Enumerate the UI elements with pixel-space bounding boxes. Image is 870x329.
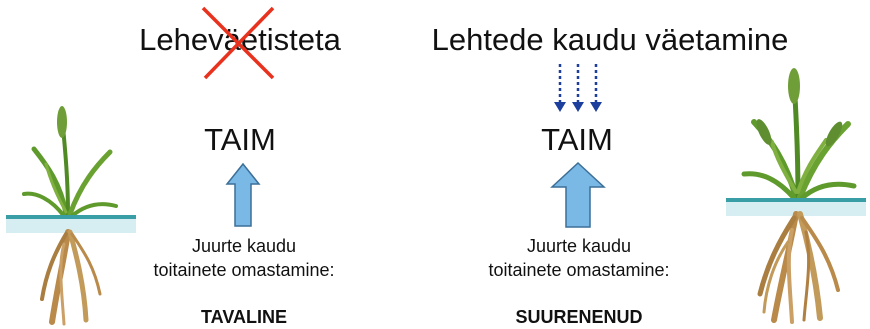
uptake-line2-left: toitainete omastamine:: [153, 260, 335, 280]
uptake-text-left: Juurte kaudu toitainete omastamine:: [124, 234, 364, 282]
root-uptake-arrow-small: [225, 162, 261, 227]
heading-with-foliar: Lehtede kaudu väetamine: [431, 22, 789, 57]
uptake-text-right: Juurte kaudu toitainete omastamine:: [459, 234, 699, 282]
root-uptake-arrow-large: [550, 161, 606, 228]
foliar-dotted-arrows: [554, 64, 602, 112]
uptake-line2-right: toitainete omastamine:: [488, 260, 670, 280]
plant-label-left: TAIM: [204, 122, 276, 157]
plant-illustration-left: [6, 106, 136, 326]
plant-label-right: TAIM: [541, 122, 613, 157]
plant-illustration-right: [726, 68, 866, 324]
cross-out-mark: [201, 6, 275, 80]
uptake-level-right: SUURENENUD: [515, 307, 643, 327]
uptake-line1-right: Juurte kaudu: [526, 236, 632, 256]
uptake-line1-left: Juurte kaudu: [191, 236, 297, 256]
uptake-level-left: TAVALINE: [201, 307, 287, 327]
